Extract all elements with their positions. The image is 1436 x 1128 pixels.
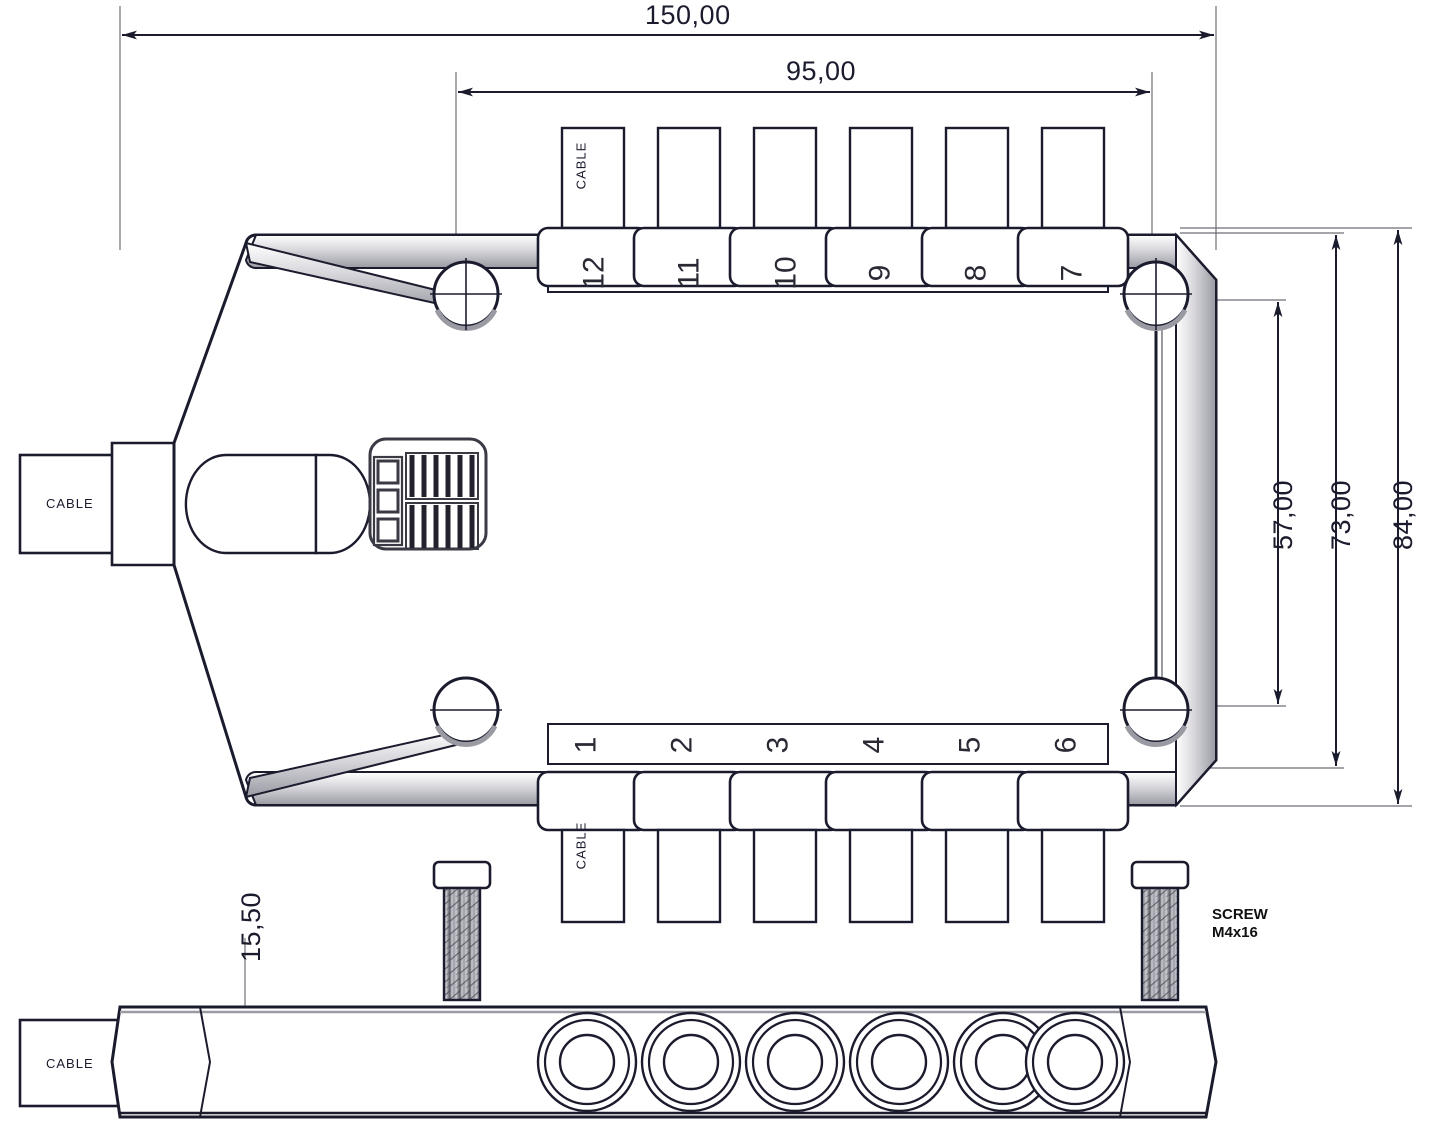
port-label-10: 10 bbox=[769, 256, 803, 290]
dim-label-overall-height: 84,00 bbox=[1388, 479, 1418, 550]
port-label-6: 6 bbox=[1049, 736, 1083, 754]
cable-label-port-bottom: CABLE bbox=[573, 821, 589, 870]
screw-head-right bbox=[1130, 860, 1190, 890]
side-left-break bbox=[199, 1006, 212, 1118]
port-label-12: 12 bbox=[577, 256, 611, 290]
port-gland-8[interactable] bbox=[920, 126, 1034, 288]
corner-hole-top-left[interactable] bbox=[430, 258, 502, 331]
left-cable-entry bbox=[18, 441, 176, 567]
dim-label-side-height: 15,50 bbox=[236, 891, 266, 962]
port-label-1: 1 bbox=[569, 736, 603, 754]
dim-label-overall-width: 150,00 bbox=[645, 0, 731, 30]
port-gland-4[interactable] bbox=[824, 770, 938, 924]
bottom-connector-row bbox=[536, 770, 1130, 924]
gland-ring-6[interactable] bbox=[1024, 1011, 1126, 1113]
screw-note-line1: SCREW bbox=[1212, 906, 1268, 923]
port-gland-7[interactable] bbox=[1016, 126, 1130, 288]
cable-label-left-bottom: CABLE bbox=[46, 1056, 94, 1071]
dim-label-inner-height: 57,00 bbox=[1268, 479, 1298, 550]
corner-hole-top-right[interactable] bbox=[1120, 258, 1192, 331]
port-gland-6[interactable] bbox=[1016, 770, 1130, 924]
port-label-11: 11 bbox=[672, 257, 706, 289]
gland-ring-3[interactable] bbox=[744, 1011, 846, 1113]
screw-note-line2: M4x16 bbox=[1212, 924, 1258, 941]
gland-ring-4[interactable] bbox=[848, 1011, 950, 1113]
side-right-break bbox=[1119, 1006, 1132, 1118]
screw-shaft-left bbox=[442, 886, 482, 1002]
screw-head-left bbox=[432, 860, 492, 890]
housing-interior bbox=[480, 310, 1156, 730]
screw-left[interactable] bbox=[432, 860, 492, 1002]
left-gland-body bbox=[110, 441, 176, 567]
gland-ring-5[interactable] bbox=[952, 1011, 1054, 1113]
terminal-block-detail bbox=[368, 437, 488, 551]
dim-label-hole-pitch-width: 95,00 bbox=[786, 56, 857, 86]
cable-label-port-top: CABLE bbox=[573, 141, 589, 190]
port-gland-5[interactable] bbox=[920, 770, 1034, 924]
housing-right-bevel bbox=[1175, 232, 1217, 808]
side-gland-rings bbox=[536, 1011, 1126, 1113]
side-view bbox=[18, 860, 1218, 1119]
port-label-9: 9 bbox=[863, 264, 897, 282]
top-connector-row bbox=[536, 126, 1130, 288]
corner-hole-bottom-right[interactable] bbox=[1120, 676, 1192, 747]
screw-shaft-right bbox=[1140, 886, 1180, 1002]
port-label-4: 4 bbox=[857, 736, 891, 754]
port-gland-1[interactable] bbox=[536, 770, 650, 924]
nose-inner-gland-left bbox=[184, 453, 318, 555]
dimension-lines bbox=[119, 6, 1412, 1116]
gland-ring-1[interactable] bbox=[536, 1011, 638, 1113]
dim-label-hole-pitch-height: 73,00 bbox=[1326, 479, 1356, 550]
port-label-5: 5 bbox=[953, 736, 987, 754]
terminal-contacts-lower bbox=[409, 505, 475, 548]
corner-mounting-holes bbox=[430, 258, 1192, 747]
port-label-8: 8 bbox=[959, 264, 993, 282]
port-label-7: 7 bbox=[1055, 264, 1089, 282]
left-cable-box bbox=[18, 453, 130, 555]
port-gland-2[interactable] bbox=[632, 770, 746, 924]
port-gland-3[interactable] bbox=[728, 770, 842, 924]
corner-hole-bottom-left[interactable] bbox=[430, 676, 502, 747]
port-label-3: 3 bbox=[761, 736, 795, 754]
side-left-cable-box bbox=[18, 1018, 130, 1108]
top-view bbox=[18, 126, 1218, 924]
gland-ring-2[interactable] bbox=[640, 1011, 742, 1113]
cable-label-left-top: CABLE bbox=[46, 496, 94, 511]
port-gland-9[interactable] bbox=[824, 126, 938, 288]
terminal-contacts-upper bbox=[409, 455, 475, 497]
bottom-label-strip bbox=[547, 723, 1109, 765]
port-label-2: 2 bbox=[665, 736, 699, 754]
screw-right[interactable] bbox=[1130, 860, 1190, 1002]
